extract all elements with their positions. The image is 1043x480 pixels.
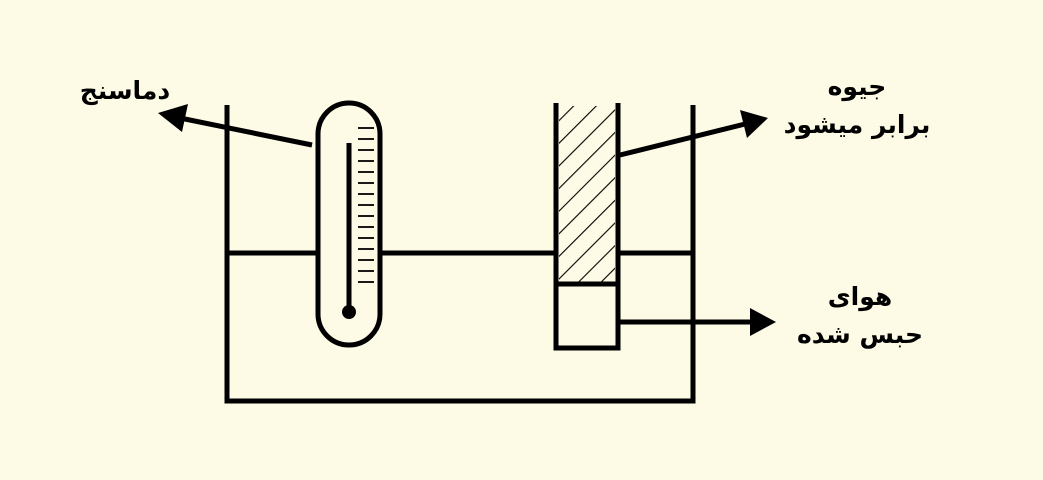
trapped-air-label-line2: حبس شده [796, 320, 924, 349]
thermometer-label: دماسنج [79, 76, 171, 105]
arrow-air [620, 308, 776, 336]
mercury-label-line2: برابر میشود [783, 110, 931, 139]
thermometer-icon [315, 100, 383, 348]
mercury-column [559, 106, 615, 283]
trapped-air-label: هوای حبس شده [770, 278, 950, 354]
trapped-air-label-line1: هوای [827, 282, 893, 311]
mercury-label: جیوه برابر میشود [752, 68, 962, 144]
arrow-thermometer [158, 104, 313, 148]
arrow-mercury [619, 110, 768, 158]
tube-icon [553, 103, 621, 351]
mercury-label-line1: جیوه [827, 72, 887, 101]
